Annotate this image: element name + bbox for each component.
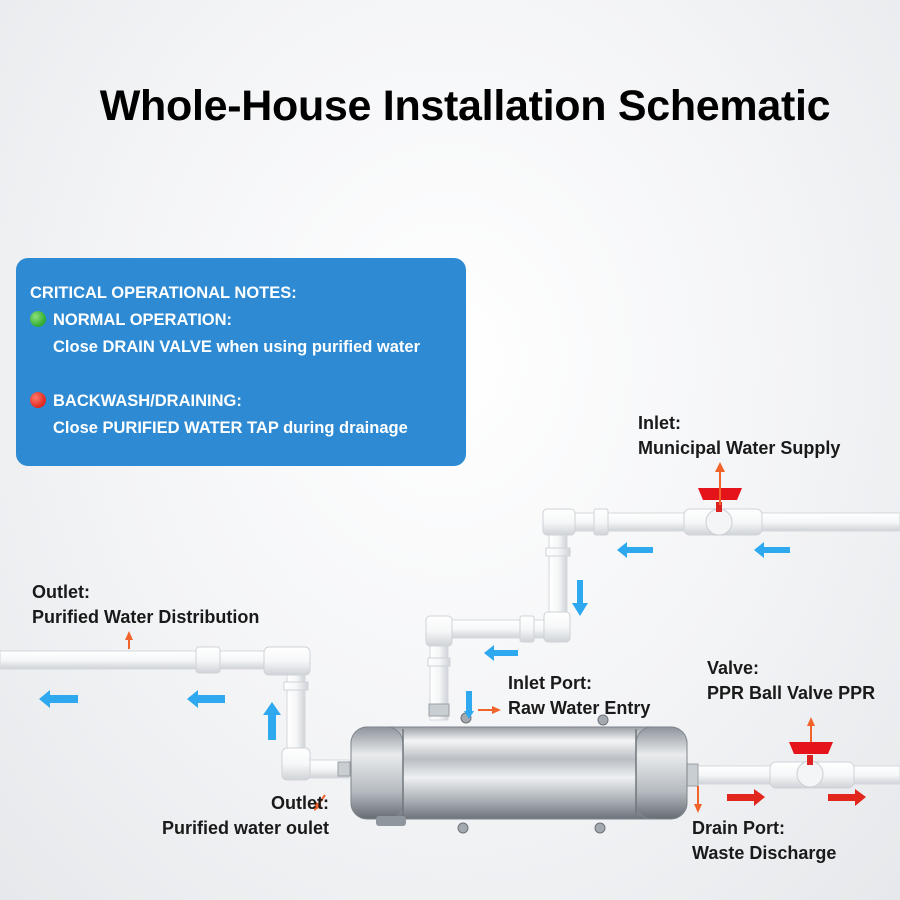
outlet-distribution-desc: Purified Water Distribution [32, 607, 260, 627]
valve-title: Valve: [707, 658, 760, 678]
backwash-title: BACKWASH/DRAINING: [53, 392, 242, 410]
valve-label: Valve: PPR Ball Valve PPR [707, 656, 875, 706]
inlet-ball-valve [683, 488, 763, 536]
label-pointers [125, 462, 815, 813]
drain-arrow-right-2 [828, 789, 866, 806]
inlet-label-desc: Municipal Water Supply [638, 438, 841, 458]
outlet-purified-label: Outlet: Purified water oulet [143, 791, 329, 841]
outlet-pipe [0, 646, 351, 781]
flow-arrow-down-inlet [572, 580, 588, 616]
flow-arrow-left-outlet-2 [39, 690, 78, 708]
pointer-outlet-distribution [125, 631, 133, 649]
inlet-label: Inlet: Municipal Water Supply [638, 411, 840, 461]
inlet-port-desc: Raw Water Entry [508, 698, 651, 718]
drain-pipe [685, 761, 900, 789]
flow-arrows [39, 542, 866, 806]
pointer-drain-port [694, 786, 702, 813]
normal-operation-heading: NORMAL OPERATION: [30, 307, 466, 334]
drain-port-title: Drain Port: [692, 818, 786, 838]
operational-notes-panel: CRITICAL OPERATIONAL NOTES: NORMAL OPERA… [16, 258, 466, 466]
outlet-distribution-title: Outlet: [32, 582, 90, 602]
drain-port-label: Drain Port: Waste Discharge [692, 816, 836, 866]
outlet-distribution-label: Outlet: Purified Water Distribution [32, 580, 259, 630]
page-title: Whole-House Installation Schematic [99, 82, 831, 130]
flow-arrow-left-inlet-3 [484, 645, 518, 661]
flow-arrow-down-port [464, 691, 474, 719]
drain-ball-valve [789, 742, 833, 788]
backwash-text: Close PURIFIED WATER TAP during drainage [53, 419, 408, 437]
flow-arrow-left-inlet-2 [617, 542, 653, 558]
red-status-icon [30, 392, 46, 408]
outlet-purified-desc: Purified water oulet [161, 818, 329, 838]
normal-operation-title: NORMAL OPERATION: [53, 311, 233, 329]
inlet-pipe [425, 508, 900, 721]
pointer-valve [807, 717, 815, 742]
normal-operation-text: Close DRAIN VALVE when using purified wa… [53, 338, 421, 356]
flow-arrow-left-inlet-1 [754, 542, 790, 558]
green-status-icon [30, 311, 46, 327]
flow-arrow-left-outlet-1 [187, 690, 225, 708]
drain-port-desc: Waste Discharge [692, 843, 837, 863]
inlet-label-title: Inlet: [638, 413, 681, 433]
flow-arrow-up-outlet [263, 702, 281, 740]
inlet-port-title: Inlet Port: [508, 673, 592, 693]
pointer-inlet [715, 462, 725, 505]
pointer-inlet-port [478, 706, 501, 714]
drain-arrow-right-1 [727, 789, 765, 806]
valve-desc: PPR Ball Valve PPR [707, 683, 876, 703]
pointer-outlet-purified [314, 794, 326, 811]
notes-heading: CRITICAL OPERATIONAL NOTES: [30, 284, 297, 302]
backwash-heading: BACKWASH/DRAINING: [30, 388, 466, 415]
filter-housing [350, 712, 688, 834]
inlet-port-label: Inlet Port: Raw Water Entry [508, 671, 650, 721]
outlet-purified-title: Outlet: [271, 793, 329, 813]
